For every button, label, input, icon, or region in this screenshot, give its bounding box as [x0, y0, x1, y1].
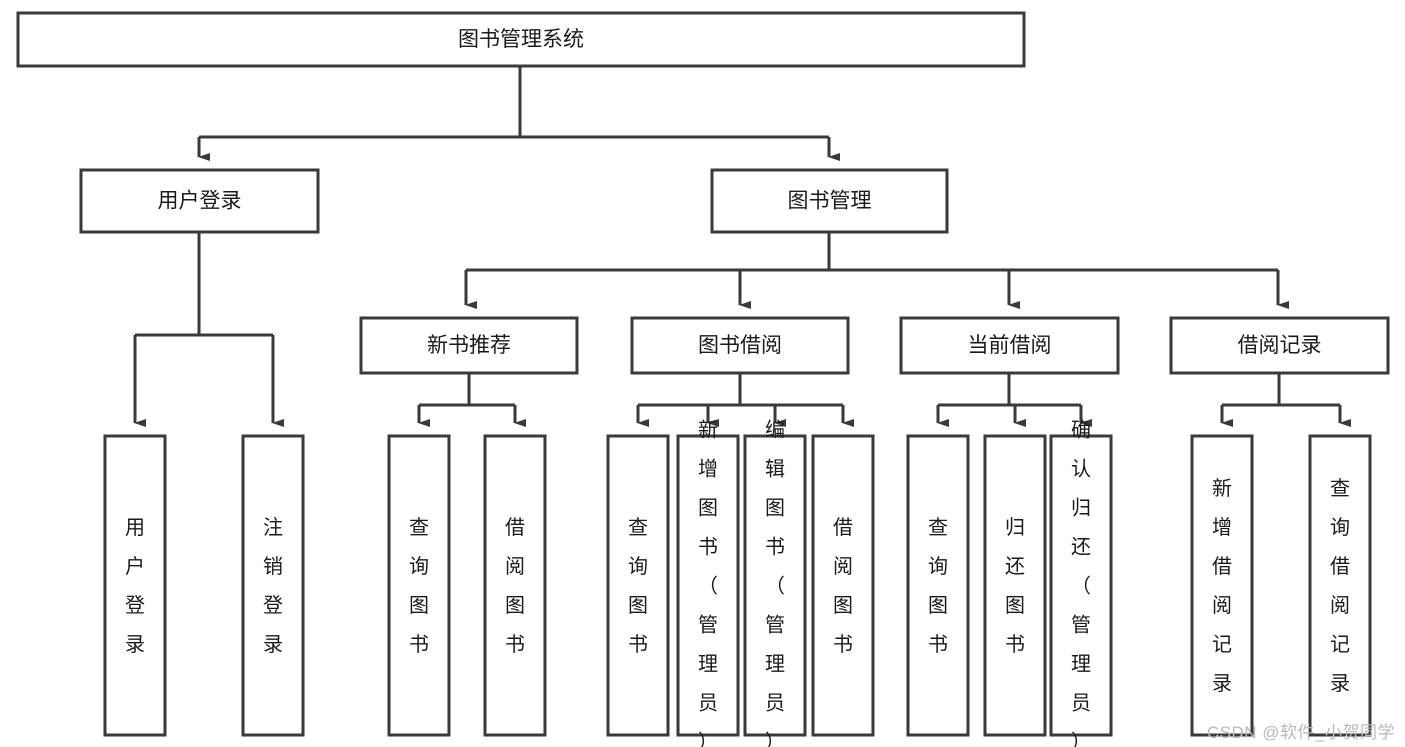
node-box-leaf-bor-edit-book[interactable] — [743, 434, 807, 737]
node-label-book-manage: 图书管理 — [788, 190, 872, 213]
node-label-root: 图书管理系统 — [458, 28, 584, 51]
node-leaf-bor-borrow-book[interactable]: 借阅图书 — [811, 434, 875, 737]
node-box-leaf-cur-return-book[interactable] — [983, 434, 1047, 737]
node-label-leaf-bor-borrow-book: 借阅图书 — [833, 516, 853, 656]
watermark-text: CSDN @软件_小贺同学 — [1206, 723, 1395, 742]
node-label-leaf-rec-query-record: 查询借阅记录 — [1330, 477, 1350, 695]
node-book-borrow[interactable]: 图书借阅 — [630, 316, 850, 375]
node-label-leaf-bor-query-book: 查询图书 — [628, 516, 648, 656]
connector-book-borrow-to-leaves — [636, 373, 854, 427]
node-label-leaf-cur-return-book: 归还图书 — [1005, 516, 1025, 656]
node-user-login[interactable]: 用户登录 — [79, 168, 320, 234]
node-box-user-login[interactable] — [79, 168, 320, 234]
node-label-book-borrow: 图书借阅 — [698, 334, 782, 357]
node-leaf-cur-return-book[interactable]: 归还图书 — [983, 434, 1047, 737]
node-box-book-manage[interactable] — [710, 168, 949, 234]
node-box-leaf-bor-add-book[interactable] — [676, 434, 740, 737]
node-box-leaf-cur-confirm-return[interactable] — [1049, 434, 1113, 737]
node-label-user-login: 用户登录 — [158, 190, 242, 213]
node-label-leaf-bor-edit-book: 编辑图书（管理员） — [765, 419, 785, 747]
node-new-book-recommend[interactable]: 新书推荐 — [359, 316, 579, 375]
node-leaf-bor-edit-book[interactable]: 编辑图书（管理员） — [743, 419, 807, 747]
node-label-leaf-cur-confirm-return: 确认归还（管理员） — [1071, 419, 1091, 747]
node-current-borrow[interactable]: 当前借阅 — [899, 316, 1120, 375]
node-leaf-rec-add-record[interactable]: 新增借阅记录 — [1190, 434, 1254, 737]
node-leaf-rec-query-record[interactable]: 查询借阅记录 — [1308, 434, 1372, 737]
node-label-leaf-rec-add-record: 新增借阅记录 — [1212, 477, 1232, 695]
node-leaf-user-login[interactable]: 用户登录 — [103, 434, 167, 737]
node-label-leaf-cur-query-book: 查询图书 — [928, 516, 948, 656]
connector-user-login-to-leaves — [133, 232, 284, 427]
node-box-leaf-rec-borrow-book[interactable] — [483, 434, 547, 737]
node-leaf-cur-confirm-return[interactable]: 确认归还（管理员） — [1049, 419, 1113, 747]
node-box-leaf-user-logout[interactable] — [241, 434, 305, 737]
connector-book-manage-to-level3 — [464, 232, 1289, 309]
nodes-layer: 新书推荐图书借阅当前借阅借阅记录用户登录图书管理图书管理系统用户登录注销登录查询… — [16, 11, 1390, 747]
node-root[interactable]: 图书管理系统 — [16, 11, 1026, 68]
node-box-leaf-rec-query-record[interactable] — [1308, 434, 1372, 737]
node-label-new-book-recommend: 新书推荐 — [427, 334, 511, 357]
node-box-book-borrow[interactable] — [630, 316, 850, 375]
node-label-leaf-user-logout: 注销登录 — [263, 516, 283, 656]
node-box-current-borrow[interactable] — [899, 316, 1120, 375]
node-box-leaf-user-login[interactable] — [103, 434, 167, 737]
node-box-new-book-recommend[interactable] — [359, 316, 579, 375]
node-leaf-bor-query-book[interactable]: 查询图书 — [606, 434, 670, 737]
node-leaf-rec-borrow-book[interactable]: 借阅图书 — [483, 434, 547, 737]
node-label-current-borrow: 当前借阅 — [968, 334, 1052, 357]
node-box-leaf-rec-add-record[interactable] — [1190, 434, 1254, 737]
node-label-leaf-user-login: 用户登录 — [125, 517, 145, 656]
node-label-leaf-bor-add-book: 新增图书（管理员） — [698, 419, 718, 747]
node-label-leaf-rec-query-book: 查询图书 — [409, 516, 429, 656]
node-label-leaf-rec-borrow-book: 借阅图书 — [505, 516, 525, 656]
connector-new-book-recommend-to-leaves — [417, 373, 526, 427]
node-leaf-user-logout[interactable]: 注销登录 — [241, 434, 305, 737]
node-box-borrow-record[interactable] — [1169, 316, 1390, 375]
node-box-root[interactable] — [16, 11, 1026, 68]
connector-current-borrow-to-leaves — [936, 373, 1092, 427]
node-book-manage[interactable]: 图书管理 — [710, 168, 949, 234]
connector-root-to-level2 — [197, 66, 840, 161]
node-borrow-record[interactable]: 借阅记录 — [1169, 316, 1390, 375]
node-leaf-bor-add-book[interactable]: 新增图书（管理员） — [676, 419, 740, 747]
node-leaf-cur-query-book[interactable]: 查询图书 — [906, 434, 970, 737]
node-box-leaf-rec-query-book[interactable] — [387, 434, 451, 737]
node-box-leaf-bor-borrow-book[interactable] — [811, 434, 875, 737]
node-label-borrow-record: 借阅记录 — [1238, 334, 1322, 357]
node-leaf-rec-query-book[interactable]: 查询图书 — [387, 434, 451, 737]
node-box-leaf-bor-query-book[interactable] — [606, 434, 670, 737]
connector-borrow-record-to-leaves — [1220, 373, 1351, 427]
connectors-layer — [133, 66, 1351, 427]
node-box-leaf-cur-query-book[interactable] — [906, 434, 970, 737]
